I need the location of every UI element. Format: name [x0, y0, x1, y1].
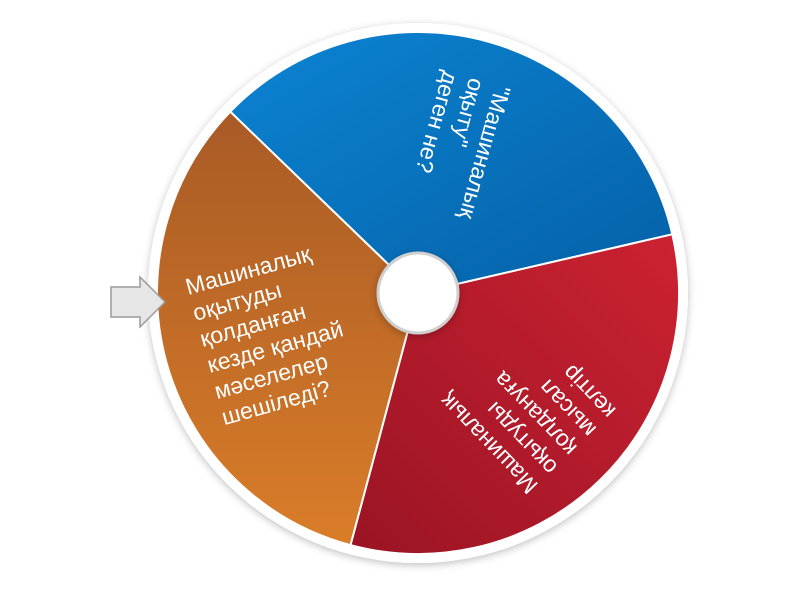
arrow-right-icon: [110, 275, 167, 329]
wheel-hub[interactable]: [376, 251, 460, 335]
wheel-segment[interactable]: [156, 110, 420, 547]
wheel-segment[interactable]: [228, 31, 674, 295]
